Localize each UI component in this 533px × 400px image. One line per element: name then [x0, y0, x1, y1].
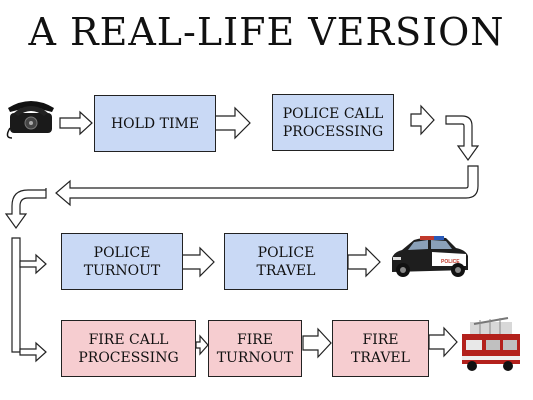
- arrow-return-left: [55, 165, 479, 207]
- box-police-travel: POLICE TRAVEL: [224, 233, 348, 290]
- fire-truck-icon: [462, 317, 520, 371]
- arrow-ptravel-to-car: [347, 246, 381, 278]
- box-fire-travel: FIRE TRAVEL: [332, 320, 429, 377]
- arrow-branch-vertical: [11, 237, 21, 353]
- box-police-turnout: POLICE TURNOUT: [61, 233, 183, 290]
- box-police-call-processing: POLICE CALL PROCESSING: [272, 94, 394, 151]
- arrow-ftravel-to-truck: [428, 326, 458, 358]
- arrow-branch-fire: [19, 341, 47, 363]
- box-hold-time: HOLD TIME: [94, 95, 216, 152]
- telephone-icon: [6, 101, 54, 139]
- box-fire-call-processing: FIRE CALL PROCESSING: [61, 320, 196, 377]
- arrow-ft-to-ftravel: [302, 327, 332, 359]
- arrow-curve-down-right: [445, 115, 480, 162]
- box-fire-turnout: FIRE TURNOUT: [208, 320, 302, 377]
- arrow-curve-down-left: [4, 188, 47, 230]
- arrow-phone-to-hold: [59, 110, 93, 136]
- police-car-label: POLICE: [441, 259, 460, 265]
- arrow-fcp-to-ft: [195, 334, 209, 356]
- arrow-branch-police: [19, 253, 47, 275]
- arrow-pcp-right: [410, 104, 435, 136]
- page-title: A REAL-LIFE VERSION: [28, 10, 505, 54]
- arrow-pt-to-ptravel: [181, 246, 215, 278]
- arrow-hold-to-pcp: [214, 106, 251, 140]
- police-car-icon: [392, 236, 468, 277]
